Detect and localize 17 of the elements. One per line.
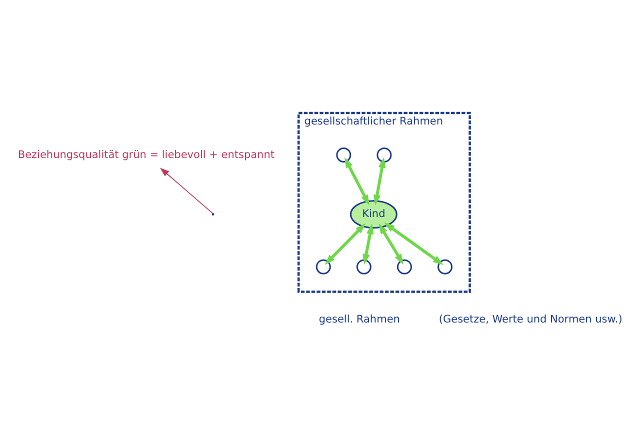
node-ellipse: Kind [350,200,398,228]
node-text: Beziehungsqualität grün = liebevoll + entspannt [18,148,274,160]
node-circle [356,258,372,274]
node-label: gesell. Rahmen [318,312,400,325]
arrow [160,167,214,214]
arrow [362,223,374,264]
arrow [373,156,386,205]
node-circle [336,147,352,162]
arrow [344,156,370,205]
node-label: (Gesetze, Werte und Normen usw.) [438,312,622,325]
node-circle [316,258,331,274]
node-circle [376,147,392,162]
node-circle [438,258,453,274]
arrow [378,222,404,264]
arrow [324,222,366,264]
arrow [384,222,444,264]
node-circle [396,258,412,274]
